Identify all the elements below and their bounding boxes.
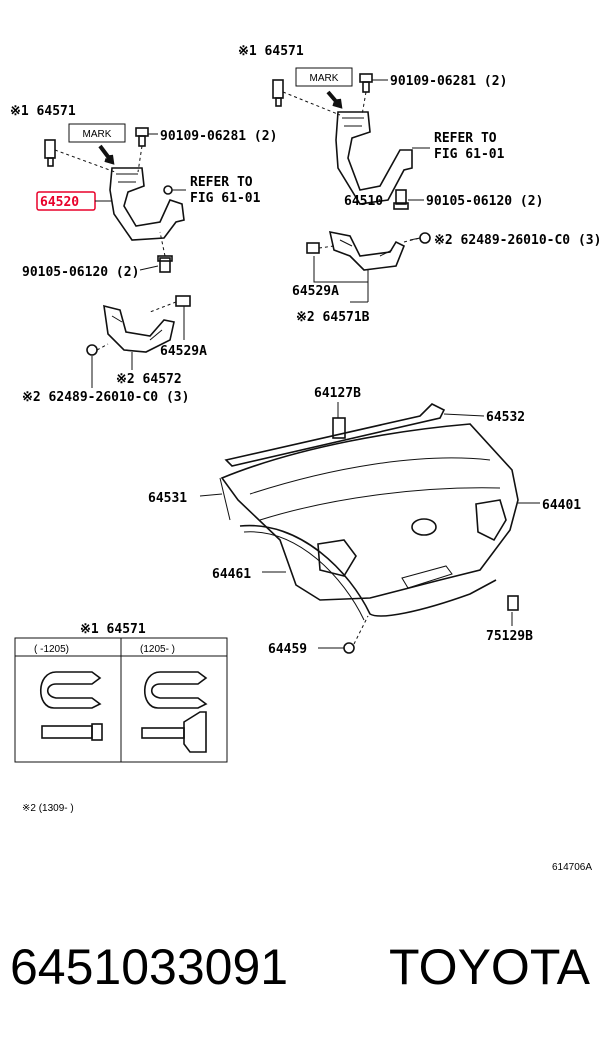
bolt-left-shape xyxy=(135,127,149,147)
bracket-64571b-shape xyxy=(328,230,406,271)
mark-label-top: MARK xyxy=(310,73,339,84)
callout-64531: 64531 xyxy=(148,491,187,506)
parts-diagram: MARK ※1 64571 90109-06281 (2) REFER TO F… xyxy=(10,44,600,873)
hinge-64510-shape xyxy=(335,111,413,205)
callout-64127b: 64127B xyxy=(314,386,361,401)
callout-64461: 64461 xyxy=(212,567,251,582)
callout-bolt-top: 90109-06281 (2) xyxy=(390,74,507,89)
refer-left-line2: FIG 61-01 xyxy=(190,191,261,206)
clip-64571-top-shape xyxy=(272,79,284,107)
bolt-left-bottom-shape xyxy=(157,255,173,273)
mark-arrow-top xyxy=(326,90,343,109)
mark-label-left: MARK xyxy=(83,129,112,140)
hinge-right-group: MARK xyxy=(272,67,413,210)
callout-clip-left: ※2 62489-26010-C0 (3) xyxy=(22,390,189,405)
refer-right-line1: REFER TO xyxy=(434,131,497,146)
clip-64571-left-shape xyxy=(44,139,56,167)
callout-bolt-left-bottom: 90105-06120 (2) xyxy=(22,265,139,280)
stopper-64127b-shape xyxy=(332,417,346,439)
callout-bolt-left: 90109-06281 (2) xyxy=(160,129,277,144)
footer-brand: TOYOTA xyxy=(389,939,590,995)
figure-number: 614706A xyxy=(552,862,592,873)
bolt-top-shape xyxy=(359,73,373,93)
callout-64571-left: ※1 64571 xyxy=(10,104,76,119)
callout-64510: 64510 xyxy=(344,194,383,209)
callout-64529a-right: 64529A xyxy=(292,284,339,299)
seal-64461-shape xyxy=(239,524,497,617)
clip-left-shape xyxy=(86,344,98,356)
hinge-64520-shape xyxy=(109,167,185,241)
inset-clip-new-bottom-shape xyxy=(141,727,185,739)
bracket-64572-shape xyxy=(103,304,175,353)
inset-clip-new-top-shape xyxy=(144,671,208,709)
callout-clip-right: ※2 62489-26010-C0 (3) xyxy=(434,233,600,248)
bracket-64572-group xyxy=(86,295,191,356)
callout-64520: 64520 xyxy=(40,195,79,210)
tail-lamp-left-shape xyxy=(317,539,357,577)
callout-64571b: ※2 64571B xyxy=(296,310,370,325)
callout-64571-top: ※1 64571 xyxy=(238,44,304,59)
cushion-64459-shape xyxy=(343,642,355,654)
inset-table: ※1 64571 ( -1205) (1205- ) xyxy=(14,622,228,763)
inset-col2-header: (1205- ) xyxy=(140,644,175,655)
refer-right-line2: FIG 61-01 xyxy=(434,147,505,162)
clip-64529a-left-shape xyxy=(175,295,191,307)
clip-right-shape xyxy=(409,232,431,244)
note-2: ※2 (1309- ) xyxy=(22,803,74,814)
mark-box-left xyxy=(68,123,126,143)
callout-64401: 64401 xyxy=(542,498,581,513)
inset-clip-old-bottom-shape xyxy=(41,725,93,739)
emblem-shape xyxy=(411,518,437,536)
trunk-lid-group xyxy=(219,403,519,621)
callout-64572: ※2 64572 xyxy=(116,372,182,387)
inset-title: ※1 64571 xyxy=(80,622,146,637)
bolt-64510-shape xyxy=(393,189,409,210)
callout-75129b: 75129B xyxy=(486,629,533,644)
mark-box-top xyxy=(295,67,353,87)
inset-col1-header: ( -1205) xyxy=(34,644,69,655)
callout-64529a-left: 64529A xyxy=(160,344,207,359)
grommet-75129b-shape xyxy=(507,595,519,611)
callout-64532: 64532 xyxy=(486,410,525,425)
footer-part-number: 6451033091 xyxy=(10,939,289,995)
callout-bolt-64510: 90105-06120 (2) xyxy=(426,194,543,209)
footer: 6451033091 TOYOTA xyxy=(10,938,590,1008)
clip-64529a-right-shape xyxy=(306,242,320,254)
hinge-left-group: MARK xyxy=(44,123,186,273)
weatherstrip-64532-shape xyxy=(224,403,446,467)
callout-64459: 64459 xyxy=(268,642,307,657)
tail-lamp-right-shape xyxy=(475,499,507,542)
bracket-64571b-group xyxy=(306,230,431,271)
refer-left-line1: REFER TO xyxy=(190,175,253,190)
mark-arrow-left xyxy=(98,144,115,165)
inset-clip-old-top-shape xyxy=(40,671,102,709)
